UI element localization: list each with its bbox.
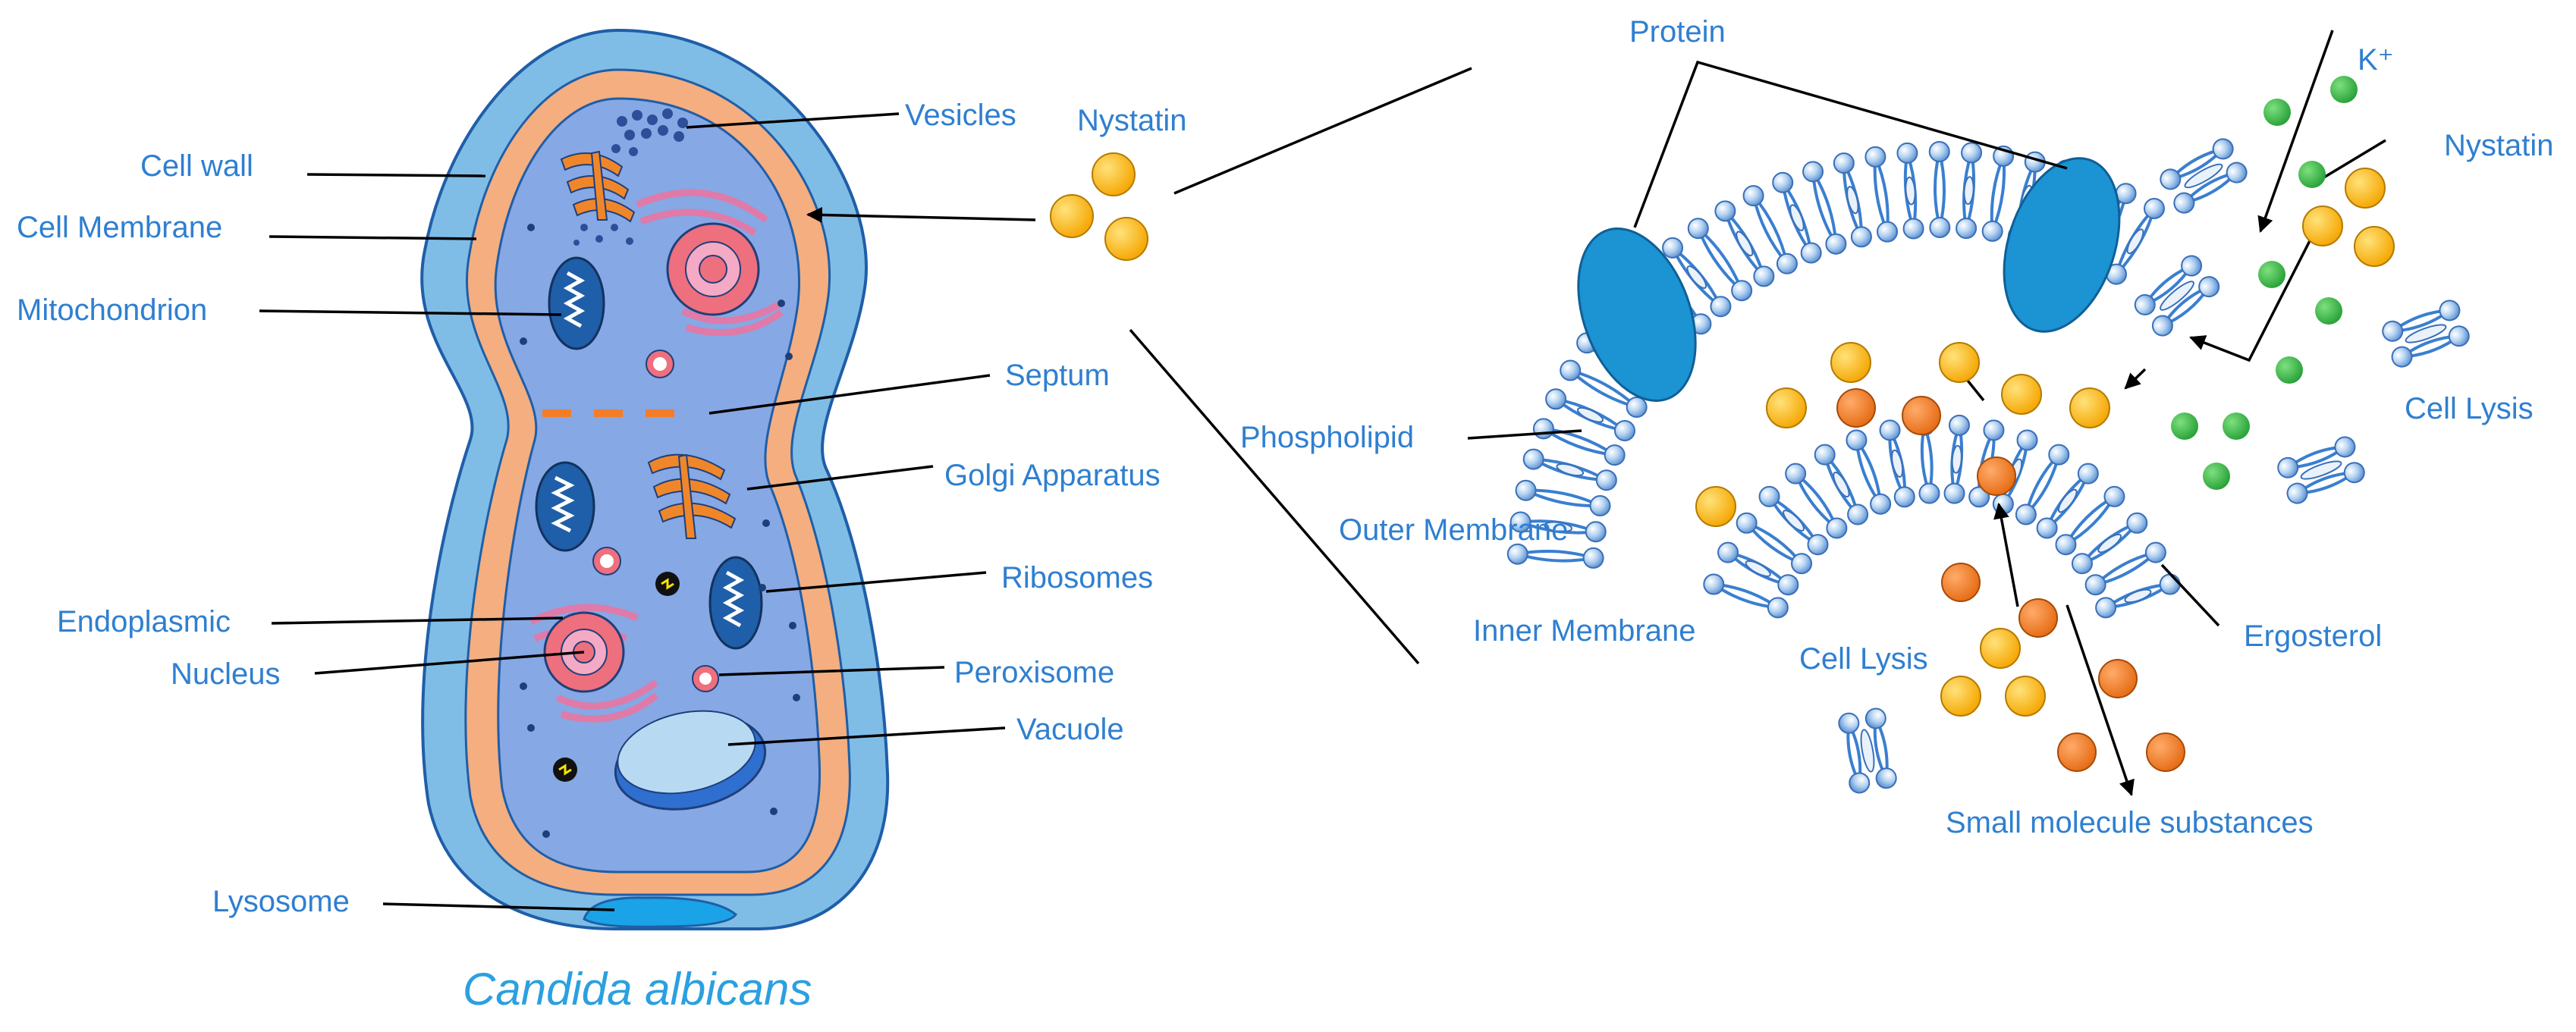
label-phospholipid: Phospholipid <box>1240 421 1414 454</box>
nucleus-top <box>666 222 760 316</box>
zoom-labels: Protein K⁺ Nystatin Phospholipid Outer M… <box>1240 15 2554 839</box>
label-nystatin-zoom: Nystatin <box>2444 129 2554 162</box>
cell-leader-lines <box>259 112 1036 911</box>
label-lysosome: Lysosome <box>212 885 350 918</box>
golgi-apparatus-bottom <box>647 453 737 539</box>
vacuole <box>614 710 767 811</box>
label-vacuole: Vacuole <box>1016 713 1124 746</box>
zoom-lines <box>1129 67 1472 665</box>
label-cell-lysis-bottom: Cell Lysis <box>1799 642 1928 676</box>
label-vesicles: Vesicles <box>905 99 1016 132</box>
mitochondrion-right <box>708 556 763 650</box>
label-septum: Septum <box>1005 359 1110 392</box>
inner-membrane-bilayer <box>1703 414 2181 619</box>
lipid-fragment-4 <box>2277 436 2365 504</box>
label-golgi: Golgi Apparatus <box>944 459 1161 492</box>
label-mitochondrion: Mitochondrion <box>17 293 207 327</box>
candida-cell <box>420 28 890 930</box>
potassium-ions <box>2171 76 2358 490</box>
ribosomes <box>520 224 800 838</box>
golgi-apparatus-top <box>560 150 636 223</box>
lysosome <box>583 896 737 928</box>
label-k-ion: K⁺ <box>2358 43 2394 77</box>
label-nucleus: Nucleus <box>171 657 281 691</box>
label-cell-wall: Cell wall <box>140 149 253 183</box>
label-outer-membrane: Outer Membrane <box>1339 513 1568 547</box>
label-peroxisome: Peroxisome <box>954 656 1114 689</box>
label-inner-membrane: Inner Membrane <box>1473 614 1695 648</box>
label-ergosterol: Ergosterol <box>2244 620 2382 653</box>
cell-labels: Cell wall Cell Membrane Mitochondrion En… <box>17 99 1187 918</box>
figure-title: Candida albicans <box>463 964 812 1015</box>
small-molecules <box>1836 388 2185 772</box>
label-endoplasmic: Endoplasmic <box>57 605 231 638</box>
peroxisome-top <box>646 350 674 378</box>
golgi-dots-top <box>573 224 633 246</box>
mitochondrion-top <box>548 256 605 350</box>
label-cell-lysis-top: Cell Lysis <box>2405 392 2534 425</box>
lipid-fragment-3 <box>2382 300 2470 368</box>
lipid-fragment-5 <box>1838 707 1897 794</box>
mitochondrion-left <box>535 461 595 552</box>
protein-left <box>1577 227 1697 402</box>
label-ribosomes: Ribosomes <box>1001 561 1153 594</box>
membrane-zoom <box>1506 138 2470 794</box>
label-small-molecules: Small molecule substances <box>1946 806 2314 839</box>
vesicles <box>611 108 688 156</box>
label-protein: Protein <box>1629 15 1726 49</box>
lipid-fragment-2 <box>2134 255 2220 337</box>
endoplasmic-reticulum-top <box>636 189 784 337</box>
nystatin-molecules-zoom <box>1695 168 2395 717</box>
zoom-leader-lines <box>1467 30 2386 796</box>
label-nystatin-drug: Nystatin <box>1077 104 1187 137</box>
membrane-proteins <box>1577 157 2121 402</box>
lipid-droplets <box>553 572 680 782</box>
protein-right <box>2003 157 2121 333</box>
nystatin-molecules-near-cell <box>1050 152 1148 261</box>
label-cell-membrane: Cell Membrane <box>17 211 222 244</box>
peroxisome-bottom <box>692 665 719 692</box>
peroxisome-left <box>592 547 621 576</box>
lipid-fragment-1 <box>2160 138 2248 214</box>
